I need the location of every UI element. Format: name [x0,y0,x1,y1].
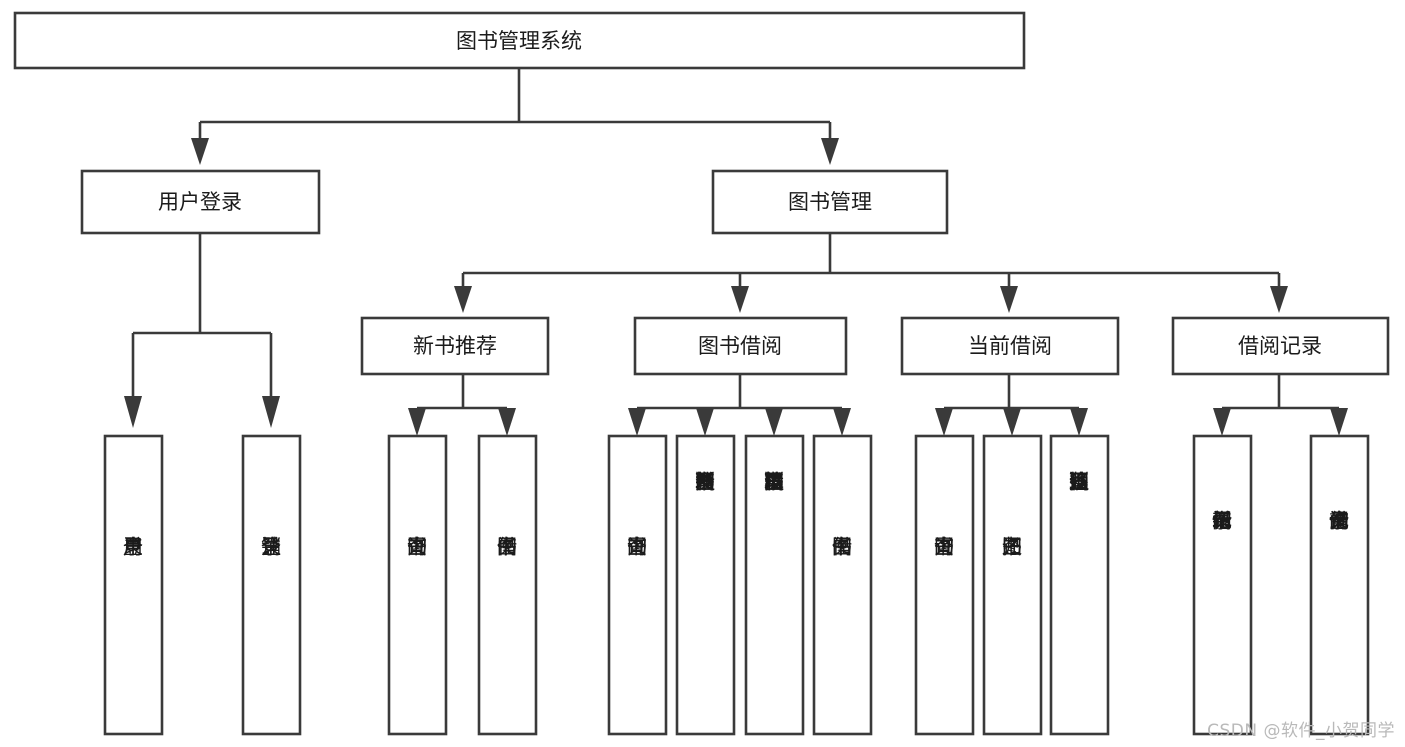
node-borrow-record-label: 借阅记录 [1238,334,1322,358]
arrowhead-current-to-leaf1 [935,408,953,436]
node-book-manage-box[interactable] [711,169,949,235]
arrowhead-bm-to-record [1270,286,1288,313]
csdn-watermark: CSDN @软件_小贺同学 [1207,721,1395,741]
node-root-label: 图书管理系统 [456,29,582,53]
arrowhead-borrow-to-leaf3 [765,408,783,436]
leaf-box-query-book-2[interactable] [607,434,668,736]
node-book-manage-label: 图书管理 [788,190,872,214]
arrowhead-borrow-to-leaf2 [696,408,714,436]
leaf-label-logout: 注销登录 [261,534,281,558]
node-book-borrow-label: 图书借阅 [698,334,782,358]
arrowhead-bm-to-current [1000,286,1018,313]
leaf-label-edit-book: 编辑图书（管理员） [764,469,784,493]
node-new-book-rec-label: 新书推荐 [413,334,497,358]
leaf-label-layer: 用户登录 注销登录 查询图书 借阅图书 查询图书 新增图书（管理员） 编辑图书（… [123,469,1349,558]
arrowhead-user-login-to-leaf1 [124,396,142,428]
node-root-box[interactable] [13,11,1026,70]
leaf-box-edit-book[interactable] [744,434,805,736]
node-book-manage[interactable]: 图书管理 [711,169,949,235]
leaf-box-borrow-book-2[interactable] [812,434,873,736]
leaf-label-confirm-return: 确认归还（管理员） [1069,469,1089,493]
leaf-label-return-book: 归还图书 [1002,534,1022,558]
leaf-box-borrow-book-1[interactable] [477,434,538,736]
node-current-borrow[interactable]: 当前借阅 [900,316,1120,376]
arrowhead-current-to-leaf3 [1070,408,1088,436]
node-root[interactable]: 图书管理系统 [13,11,1026,70]
node-current-borrow-label: 当前借阅 [968,334,1052,358]
leaf-box-add-book[interactable] [675,434,736,736]
node-book-borrow[interactable]: 图书借阅 [633,316,848,376]
leaf-box-add-record[interactable] [1192,434,1253,736]
leaf-label-user-login: 用户登录 [123,534,143,558]
leaf-box-confirm-return[interactable] [1049,434,1110,736]
connector-layer [124,68,1348,436]
arrowhead-root-to-user-login [191,138,209,165]
leaf-label-query-book-3: 查询图书 [934,534,954,558]
arrowhead-record-to-leaf1 [1213,408,1231,436]
leaf-label-add-record: 新增借阅记录 [1212,508,1232,532]
node-new-book-rec-box[interactable] [360,316,550,376]
leaf-label-add-book: 新增图书（管理员） [695,469,715,493]
arrowhead-root-to-book-manage [821,138,839,165]
arrowhead-borrow-to-leaf1 [628,408,646,436]
arrowhead-bm-to-borrow [731,286,749,313]
node-new-book-rec[interactable]: 新书推荐 [360,316,550,376]
leaf-box-query-book-1[interactable] [387,434,448,736]
leaf-label-borrow-book-1: 借阅图书 [497,534,517,558]
arrowhead-newbook-to-leaf1 [408,408,426,436]
leaf-box-query-book-3[interactable] [914,434,975,736]
node-current-borrow-box[interactable] [900,316,1120,376]
node-user-login-label: 用户登录 [158,190,242,214]
node-borrow-record[interactable]: 借阅记录 [1171,316,1390,376]
leaf-label-borrow-book-2: 借阅图书 [832,534,852,558]
leaf-label-query-book-2: 查询图书 [627,534,647,558]
arrowhead-record-to-leaf2 [1330,408,1348,436]
leaf-box-user-login[interactable] [103,434,164,736]
leaf-layer [103,434,1370,736]
node-user-login-box[interactable] [80,169,321,235]
arrowhead-borrow-to-leaf4 [833,408,851,436]
node-borrow-record-box[interactable] [1171,316,1390,376]
node-user-login[interactable]: 用户登录 [80,169,321,235]
leaf-label-query-book-1: 查询图书 [407,534,427,558]
arrowhead-newbook-to-leaf2 [498,408,516,436]
arrowhead-current-to-leaf2 [1003,408,1021,436]
leaf-label-query-record: 查询借阅记录 [1329,508,1349,532]
arrowhead-bm-to-newbook [454,286,472,313]
leaf-box-query-record[interactable] [1309,434,1370,736]
leaf-box-logout[interactable] [241,434,302,736]
node-book-borrow-box[interactable] [633,316,848,376]
leaf-box-return-book[interactable] [982,434,1043,736]
arrowhead-user-login-to-leaf2 [262,396,280,428]
